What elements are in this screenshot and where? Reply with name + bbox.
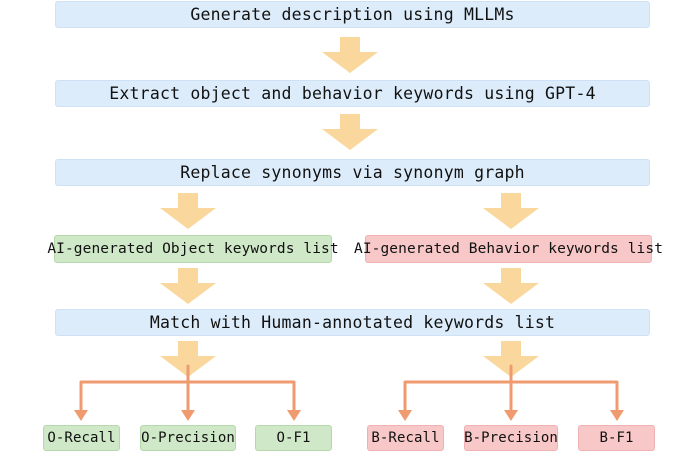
- behavior-recall-metric: B-Recall: [367, 425, 444, 451]
- match-keywords-step: Match with Human-annotated keywords list: [55, 309, 650, 336]
- block-arrow-generate-to-extract: [322, 37, 378, 73]
- behavior-metrics-branch-line: [403, 364, 619, 412]
- object-f1-label: O-F1: [276, 430, 311, 446]
- object-precision-label: O-Precision: [141, 430, 235, 446]
- object-recall-arrowhead: [74, 410, 88, 421]
- behavior-precision-arrowhead: [504, 410, 518, 421]
- replace-synonyms-label: Replace synonyms via synonym graph: [180, 163, 525, 182]
- behavior-precision-label: B-Precision: [464, 430, 558, 446]
- object-keywords-list: AI-generated Object keywords list: [47, 235, 339, 263]
- generate-description-step: Generate description using MLLMs: [55, 1, 650, 28]
- extract-keywords-label: Extract object and behavior keywords usi…: [109, 84, 596, 103]
- behavior-precision-metric: B-Precision: [464, 425, 558, 451]
- behavior-keywords-list-label: AI-generated Behavior keywords list: [353, 241, 664, 257]
- object-recall-metric: O-Recall: [43, 425, 120, 451]
- object-recall-label: O-Recall: [47, 430, 116, 446]
- behavior-recall-arrowhead: [398, 410, 412, 421]
- generate-description-label: Generate description using MLLMs: [190, 5, 515, 24]
- extract-keywords-step: Extract object and behavior keywords usi…: [55, 80, 650, 107]
- behavior-f1-label: B-F1: [599, 430, 634, 446]
- object-keywords-list-label: AI-generated Object keywords list: [47, 241, 339, 257]
- match-keywords-label: Match with Human-annotated keywords list: [149, 313, 556, 332]
- block-arrow-replace-to-object-list: [160, 193, 216, 229]
- object-precision-arrowhead: [181, 410, 195, 421]
- block-arrow-behavior-list-to-match: [483, 268, 539, 304]
- block-arrow-object-list-to-match: [160, 268, 216, 304]
- replace-synonyms-step: Replace synonyms via synonym graph: [55, 159, 650, 186]
- behavior-keywords-list: AI-generated Behavior keywords list: [354, 235, 663, 263]
- object-metrics-branch-line: [79, 364, 296, 412]
- block-arrow-extract-to-replace: [322, 114, 378, 150]
- object-f1-metric: O-F1: [255, 425, 332, 451]
- behavior-f1-metric: B-F1: [578, 425, 655, 451]
- object-f1-arrowhead: [287, 410, 301, 421]
- behavior-recall-label: B-Recall: [371, 430, 440, 446]
- block-arrow-replace-to-behavior-list: [483, 193, 539, 229]
- behavior-f1-arrowhead: [610, 410, 624, 421]
- object-precision-metric: O-Precision: [140, 425, 236, 451]
